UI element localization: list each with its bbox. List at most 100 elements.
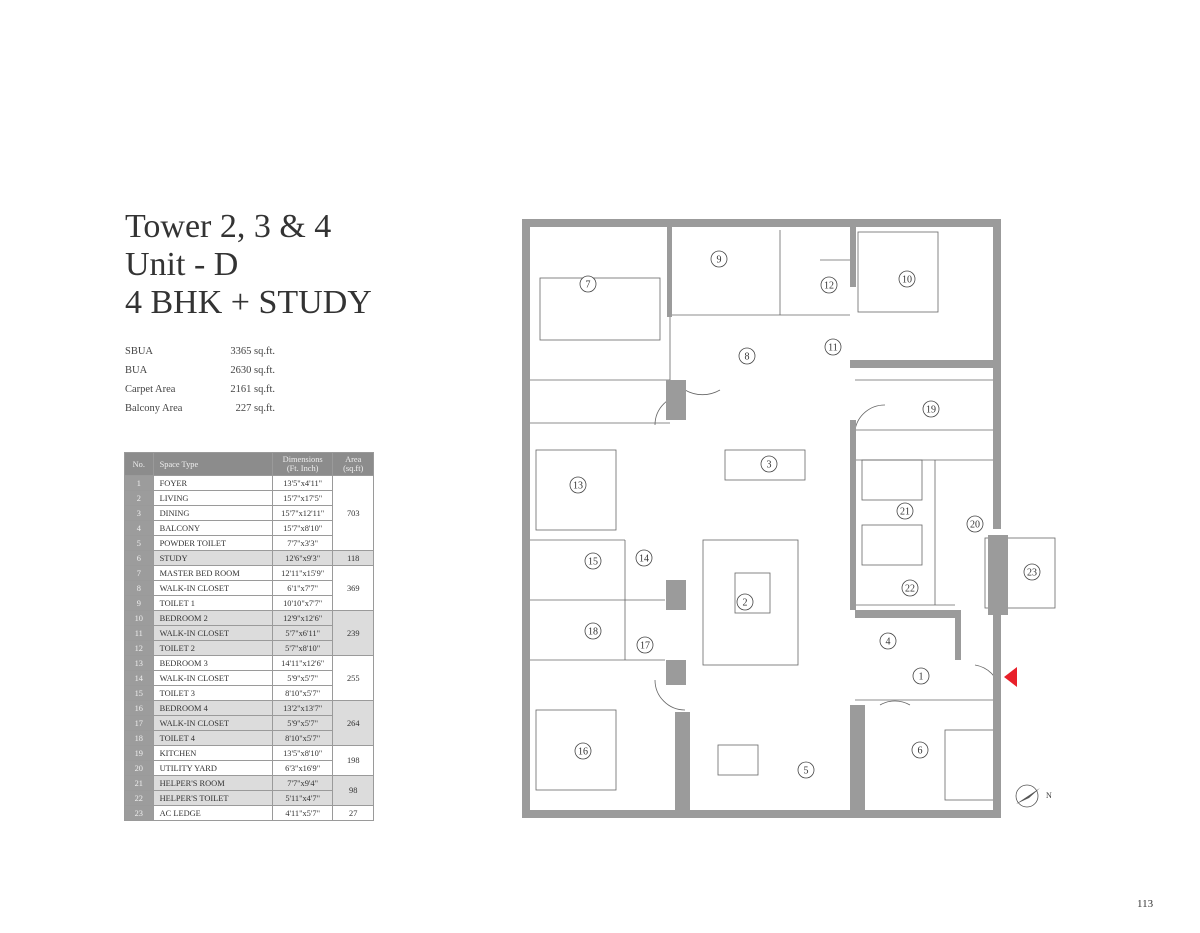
row-number: 8 <box>124 580 154 596</box>
room-number: 5 <box>804 766 809 777</box>
space-type: POWDER TOILET <box>152 535 273 551</box>
room-number: 11 <box>828 343 838 354</box>
room-label-11: 11 <box>824 338 842 356</box>
room-number: 7 <box>586 280 591 291</box>
row-number: 10 <box>124 610 154 626</box>
space-table: No. Space Type Dimensions(Ft. Inch) Area… <box>124 452 374 821</box>
space-type: BEDROOM 2 <box>152 610 273 626</box>
dimensions: 5'9"x5'7" <box>271 715 334 731</box>
row-number: 2 <box>124 490 154 506</box>
row-number: 21 <box>124 775 154 791</box>
row-number: 22 <box>124 790 154 806</box>
room-number: 1 <box>919 672 924 683</box>
room-label-1: 1 <box>912 667 930 685</box>
row-number: 16 <box>124 700 154 716</box>
room-label-18: 18 <box>584 622 602 640</box>
area-value: 264 <box>332 700 374 746</box>
dimensions: 7'7"x3'3" <box>271 535 334 551</box>
dimensions: 5'11"x4'7" <box>271 790 334 806</box>
room-number: 16 <box>578 747 588 758</box>
space-type: BEDROOM 3 <box>152 655 273 671</box>
room-label-circle <box>896 502 914 520</box>
area-value: 703 <box>332 475 374 551</box>
row-number: 20 <box>124 760 154 776</box>
room-label-13: 13 <box>569 476 587 494</box>
row-number: 12 <box>124 640 154 656</box>
space-type: TOILET 2 <box>152 640 273 656</box>
room-label-9: 9 <box>710 250 728 268</box>
row-number: 1 <box>124 475 154 491</box>
area-value: 198 <box>332 745 374 776</box>
room-label-7: 7 <box>579 275 597 293</box>
header-dimensions: Dimensions(Ft. Inch) <box>271 452 334 476</box>
space-type: BALCONY <box>152 520 273 536</box>
room-label-circle <box>1023 563 1041 581</box>
space-type: HELPER'S ROOM <box>152 775 273 791</box>
row-number: 9 <box>124 595 154 611</box>
room-label-circle <box>710 250 728 268</box>
row-number: 19 <box>124 745 154 761</box>
space-type: WALK-IN CLOSET <box>152 670 273 686</box>
row-number: 7 <box>124 565 154 581</box>
room-number: 4 <box>886 637 891 648</box>
row-number: 23 <box>124 805 154 821</box>
room-label-2: 2 <box>736 593 754 611</box>
dimensions: 8'10"x5'7" <box>271 730 334 746</box>
room-label-circle <box>901 579 919 597</box>
room-label-23: 23 <box>1023 563 1041 581</box>
space-type: MASTER BED ROOM <box>152 565 273 581</box>
space-type: WALK-IN CLOSET <box>152 580 273 596</box>
room-label-circle <box>966 515 984 533</box>
header-area: Area(sq.ft) <box>332 452 374 476</box>
space-type: UTILITY YARD <box>152 760 273 776</box>
room-label-22: 22 <box>901 579 919 597</box>
compass-icon: N <box>1015 784 1052 808</box>
room-number: 15 <box>588 557 598 568</box>
dimensions: 15'7"x17'5" <box>271 490 334 506</box>
row-number: 15 <box>124 685 154 701</box>
room-label-14: 14 <box>635 549 653 567</box>
entry-marker-icon <box>1004 667 1017 687</box>
room-label-12: 12 <box>820 276 838 294</box>
area-value: 118 <box>332 550 374 566</box>
room-label-circle <box>579 275 597 293</box>
dimensions: 5'7"x8'10" <box>271 640 334 656</box>
dimensions: 13'5"x4'11" <box>271 475 334 491</box>
space-type: KITCHEN <box>152 745 273 761</box>
room-number: 23 <box>1027 568 1037 579</box>
room-number: 10 <box>902 275 912 286</box>
room-label-circle <box>569 476 587 494</box>
space-type: WALK-IN CLOSET <box>152 625 273 641</box>
room-number: 3 <box>767 460 772 471</box>
room-number: 13 <box>573 481 583 492</box>
svg-text:N: N <box>1046 791 1052 800</box>
dimensions: 7'7"x9'4" <box>271 775 334 791</box>
room-label-16: 16 <box>574 742 592 760</box>
header-no: No. <box>124 452 154 476</box>
dimensions: 13'2"x13'7" <box>271 700 334 716</box>
room-label-circle <box>824 338 842 356</box>
room-label-circle <box>760 455 778 473</box>
room-label-10: 10 <box>898 270 916 288</box>
room-number: 18 <box>588 627 598 638</box>
room-label-17: 17 <box>636 636 654 654</box>
dimensions: 5'9"x5'7" <box>271 670 334 686</box>
space-type: BEDROOM 4 <box>152 700 273 716</box>
dimensions: 6'3"x16'9" <box>271 760 334 776</box>
area-value: 369 <box>332 565 374 611</box>
